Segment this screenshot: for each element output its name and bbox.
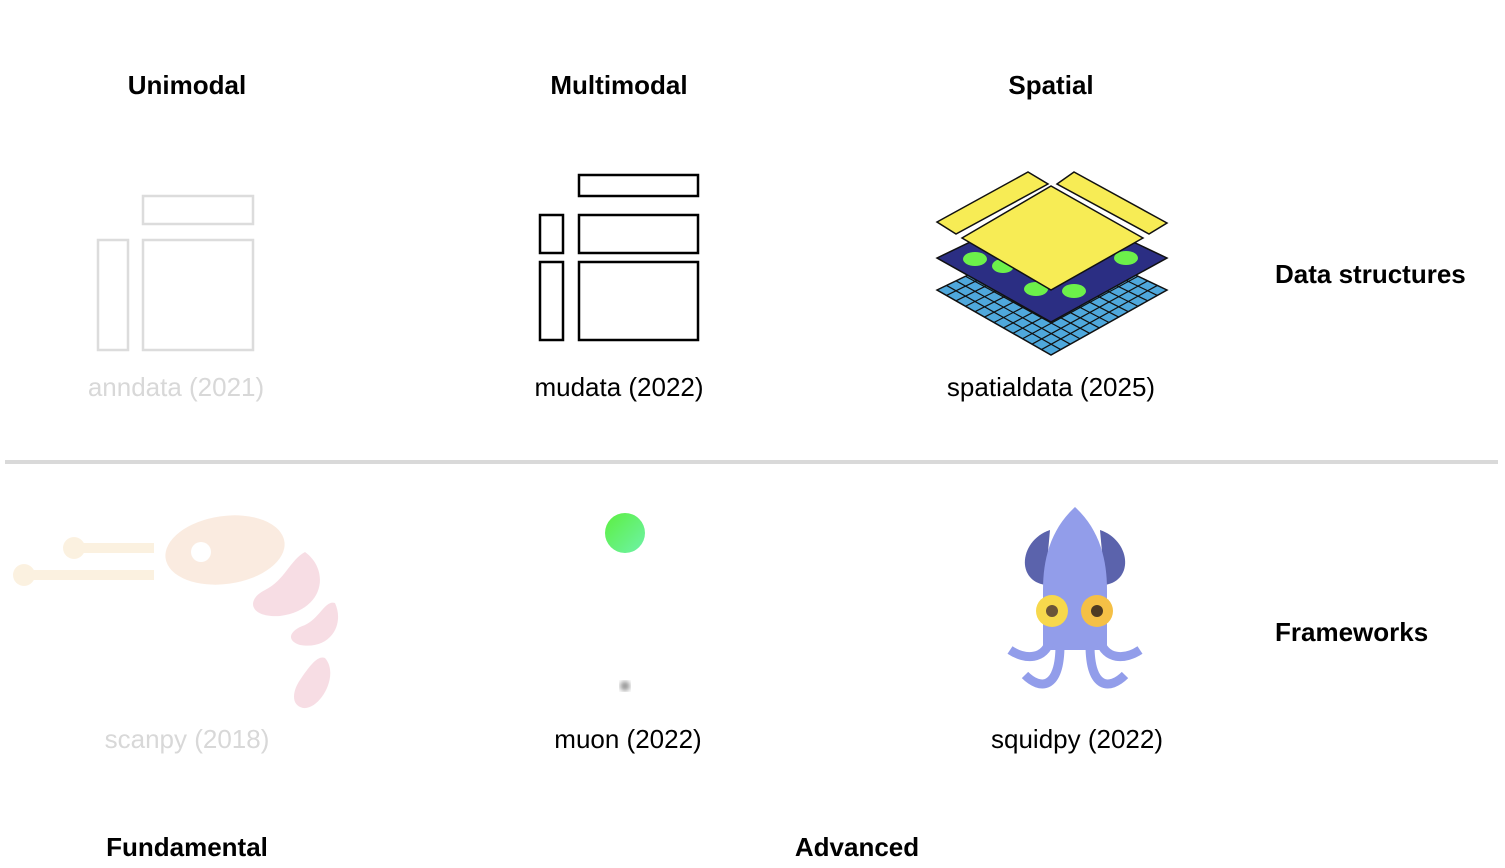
image-layer: [960, 185, 1145, 291]
axis-label-advanced: Advanced: [794, 832, 920, 862]
spatialdata-icon: [935, 171, 1169, 356]
package-label-spatialdata: spatialdata (2025): [946, 372, 1156, 402]
scanpy-logo: [13, 515, 339, 709]
grid-line: [1041, 284, 1158, 351]
row-label-data-structures: Data structures: [1275, 259, 1466, 289]
package-label-anndata: anndata (2021): [87, 372, 265, 402]
anndata-icon: [96, 194, 255, 352]
package-label-squidpy: squidpy (2022): [991, 724, 1163, 754]
squidpy-logo: [1007, 507, 1143, 689]
column-header-multimodal: Multimodal: [550, 70, 688, 100]
mudata-icon: [538, 173, 700, 342]
muon-logo: [605, 513, 645, 691]
row-label-frameworks: Frameworks: [1275, 617, 1429, 647]
column-header-unimodal: Unimodal: [127, 70, 247, 100]
package-label-mudata: mudata (2022): [534, 372, 704, 402]
grid-line: [1031, 280, 1148, 345]
package-label-muon: muon (2022): [554, 724, 702, 754]
package-label-scanpy: scanpy (2018): [104, 724, 270, 754]
column-header-spatial: Spatial: [1008, 70, 1094, 100]
axis-label-fundamental: Fundamental: [106, 832, 268, 862]
